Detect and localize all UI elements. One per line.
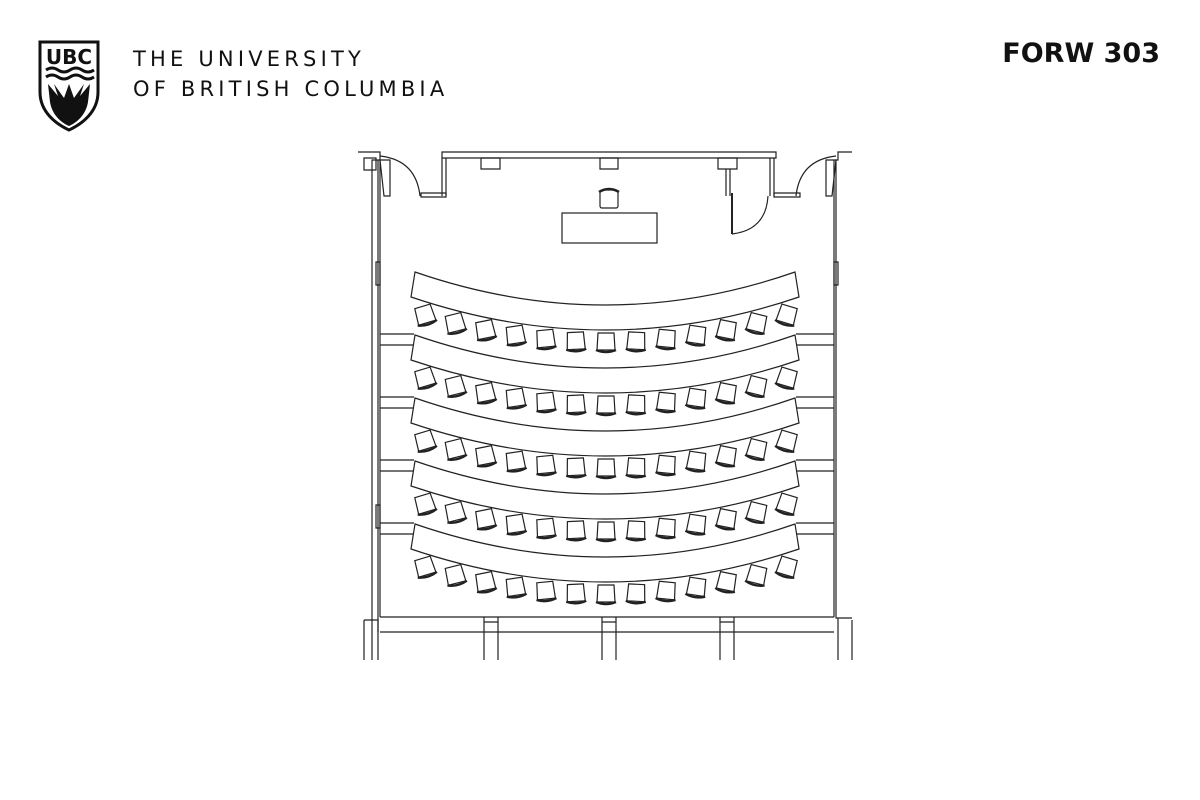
seat	[475, 381, 498, 405]
seat	[625, 394, 647, 416]
seat	[684, 513, 707, 536]
seat	[774, 492, 798, 516]
seating-row	[380, 333, 834, 417]
walls	[358, 151, 853, 660]
curved-desk	[410, 460, 800, 520]
curved-desk	[410, 334, 800, 394]
seat	[536, 328, 557, 351]
seat	[774, 303, 798, 327]
seat	[536, 517, 557, 540]
aisle-step	[380, 459, 834, 472]
curved-desk	[410, 397, 800, 457]
seat	[655, 328, 676, 351]
university-line-1: THE UNIVERSITY	[133, 47, 366, 71]
seat	[744, 500, 768, 524]
university-name: THE UNIVERSITY OF BRITISH COLUMBIA	[133, 44, 448, 104]
seat	[684, 324, 707, 347]
seat	[684, 387, 707, 410]
curved-desk	[410, 523, 800, 583]
seat	[565, 457, 587, 479]
aisle-step	[380, 333, 834, 346]
seating-row	[380, 459, 834, 543]
seat	[414, 492, 438, 516]
seat	[536, 454, 557, 477]
seat	[625, 331, 647, 353]
seat	[505, 450, 528, 473]
seat	[475, 444, 498, 468]
seat	[505, 576, 528, 599]
seat	[684, 450, 707, 473]
seat	[744, 311, 768, 335]
seat	[475, 507, 498, 531]
seat	[444, 437, 468, 461]
seat	[444, 374, 468, 398]
seat	[444, 563, 468, 587]
seat	[625, 457, 647, 479]
seat	[414, 366, 438, 390]
seat	[505, 324, 528, 347]
seat	[475, 318, 498, 342]
seat	[655, 454, 676, 477]
seat	[595, 458, 617, 480]
seat	[536, 580, 557, 603]
seat	[444, 311, 468, 335]
seat	[414, 429, 438, 453]
seat	[505, 387, 528, 410]
seat	[655, 391, 676, 414]
curved-desk	[410, 271, 800, 331]
instructor-area	[561, 187, 658, 244]
seat	[714, 507, 737, 531]
aisle-step	[380, 396, 834, 409]
seat	[684, 576, 707, 599]
seat	[475, 570, 498, 594]
seat	[625, 520, 647, 542]
seat	[744, 374, 768, 398]
seat	[444, 500, 468, 524]
seat	[595, 332, 617, 354]
seat	[565, 394, 587, 416]
seat	[774, 366, 798, 390]
seat	[565, 520, 587, 542]
seat	[714, 570, 737, 594]
seat	[595, 395, 617, 417]
svg-text:UBC: UBC	[46, 45, 92, 69]
seat	[536, 391, 557, 414]
seat	[714, 444, 737, 468]
seat	[595, 521, 617, 543]
seat	[505, 513, 528, 536]
seat	[565, 583, 587, 605]
seat	[595, 584, 617, 606]
seat	[744, 563, 768, 587]
seat	[625, 583, 647, 605]
seat	[774, 555, 798, 579]
seat	[744, 437, 768, 461]
seat	[655, 517, 676, 540]
seat	[414, 303, 438, 327]
instructor-chair	[599, 189, 619, 209]
room-title: FORW 303	[1002, 38, 1160, 69]
seat	[655, 580, 676, 603]
seat	[414, 555, 438, 579]
seating-row	[380, 396, 834, 480]
seating-rows	[380, 271, 834, 606]
aisle-step	[380, 522, 834, 535]
instructor-desk	[561, 212, 658, 244]
seat	[714, 318, 737, 342]
seat	[774, 429, 798, 453]
university-line-2: OF BRITISH COLUMBIA	[133, 77, 449, 101]
seating-row	[410, 271, 800, 354]
seat	[565, 331, 587, 353]
ubc-logo: UBC	[38, 40, 100, 132]
seat	[714, 381, 737, 405]
seating-row	[380, 522, 834, 606]
